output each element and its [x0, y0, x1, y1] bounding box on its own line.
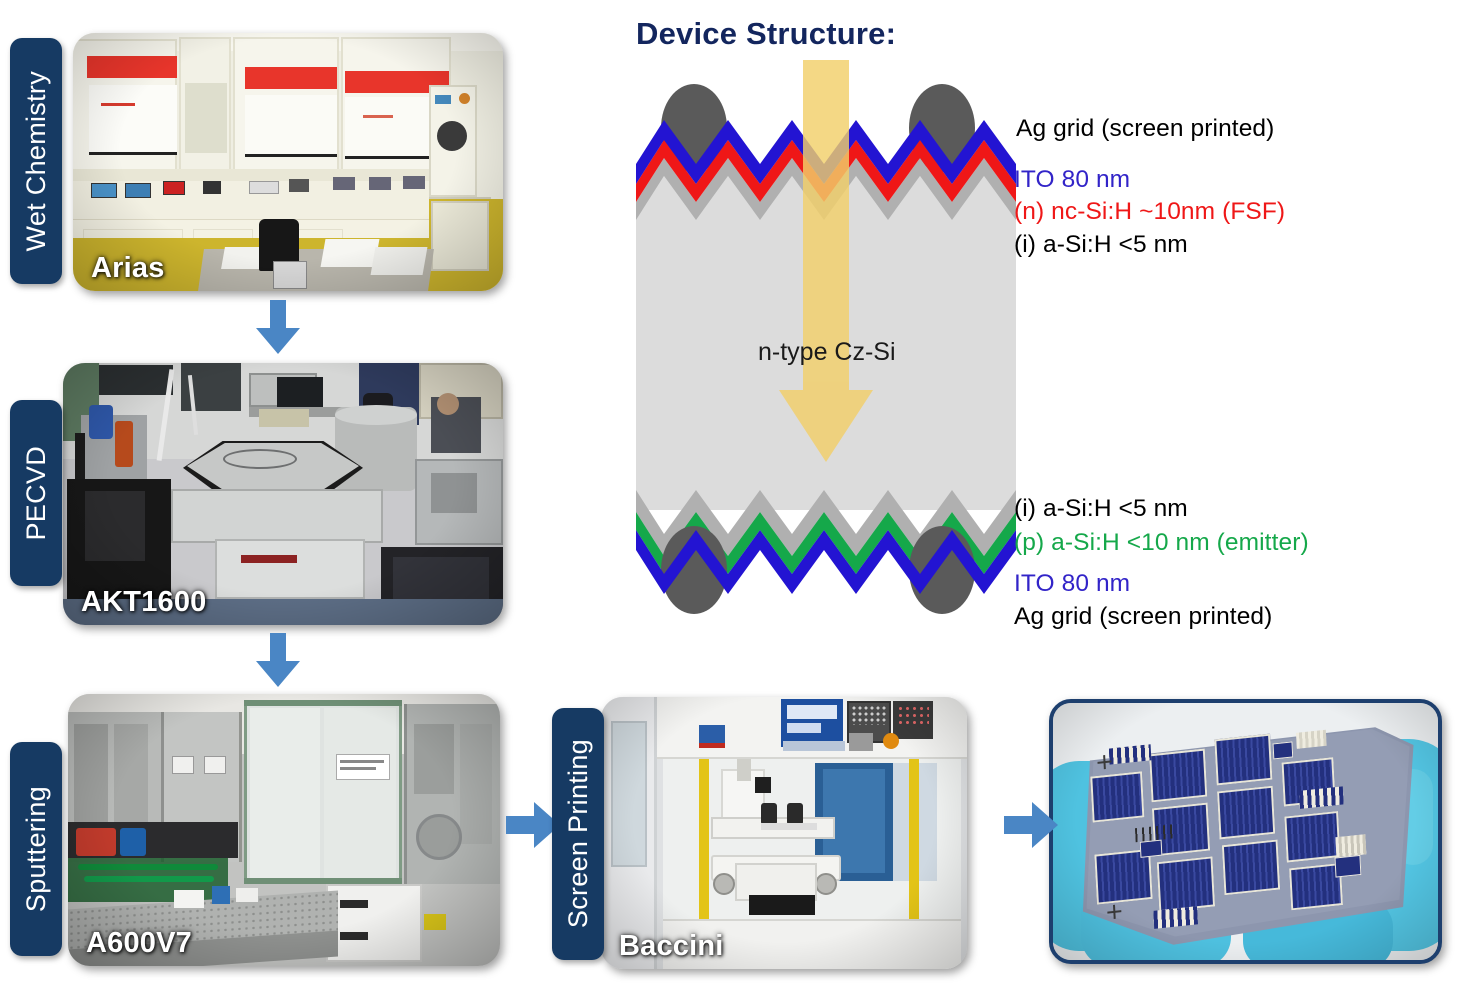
photo-wafer-scene	[1053, 703, 1438, 960]
stage-tab-sputtering[interactable]: Sputtering	[10, 742, 62, 956]
layer-label-ag-grid-top: Ag grid (screen printed)	[1016, 115, 1275, 142]
stage-tab-label: PECVD	[20, 445, 51, 541]
device-structure-diagram: n-type Cz-Si	[636, 48, 1016, 645]
photo-card-solar-cell-wafer[interactable]	[1049, 699, 1442, 964]
arrow-pecvd-to-sputtering	[248, 633, 308, 696]
photo-card-akt1600[interactable]: AKT1600	[63, 363, 503, 625]
photo-caption-arias: Arias	[91, 252, 165, 284]
page-title: Device Structure:	[636, 16, 897, 51]
photo-card-arias[interactable]: Arias	[73, 33, 503, 291]
arrow-wetchem-to-pecvd	[248, 300, 308, 363]
layer-label-p-asi-emitter: (p) a-Si:H <10 nm (emitter)	[1014, 529, 1309, 556]
photo-arias-scene	[73, 33, 503, 291]
photo-card-a600v7[interactable]: A600V7	[68, 694, 500, 966]
stage-tab-wet-chemistry[interactable]: Wet Chemistry	[10, 38, 62, 284]
photo-caption-a600v7: A600V7	[86, 927, 192, 959]
layer-label-ito-top: ITO 80 nm	[1014, 166, 1131, 193]
photo-baccini-scene	[601, 697, 967, 969]
stage-tab-pecvd[interactable]: PECVD	[10, 400, 62, 586]
stage-tab-label: Wet Chemistry	[20, 70, 51, 252]
photo-akt1600-scene	[63, 363, 503, 625]
photo-card-baccini[interactable]: Baccini	[601, 697, 967, 969]
stage-tab-label: Sputtering	[20, 785, 51, 913]
photo-caption-baccini: Baccini	[619, 930, 724, 962]
photo-caption-akt1600: AKT1600	[81, 586, 207, 618]
layer-label-ag-grid-bottom: Ag grid (screen printed)	[1014, 603, 1273, 630]
stage-tab-screen-printing[interactable]: Screen Printing	[552, 708, 604, 960]
stage-tab-label: Screen Printing	[562, 739, 593, 929]
layer-label-i-asi-bottom: (i) a-Si:H <5 nm	[1014, 495, 1188, 522]
incident-light-arrow	[779, 48, 873, 462]
photo-a600v7-scene	[68, 694, 500, 966]
n-layer-top	[636, 140, 1016, 202]
layer-label-i-asi-top: (i) a-Si:H <5 nm	[1014, 231, 1188, 258]
arrow-screenprinting-to-cell	[1004, 796, 1062, 859]
ito-layer-top	[636, 120, 1016, 184]
layer-label-n-nc-si: (n) nc-Si:H ~10nm (FSF)	[1014, 198, 1286, 225]
i-layer-top	[636, 158, 1016, 220]
substrate-label: n-type Cz-Si	[758, 338, 896, 366]
layer-label-ito-bottom: ITO 80 nm	[1014, 570, 1131, 597]
device-stack-svg: n-type Cz-Si	[636, 48, 1016, 614]
arrow-sputtering-to-screenprinting	[506, 796, 564, 859]
ito-layer-bottom	[636, 530, 1016, 594]
